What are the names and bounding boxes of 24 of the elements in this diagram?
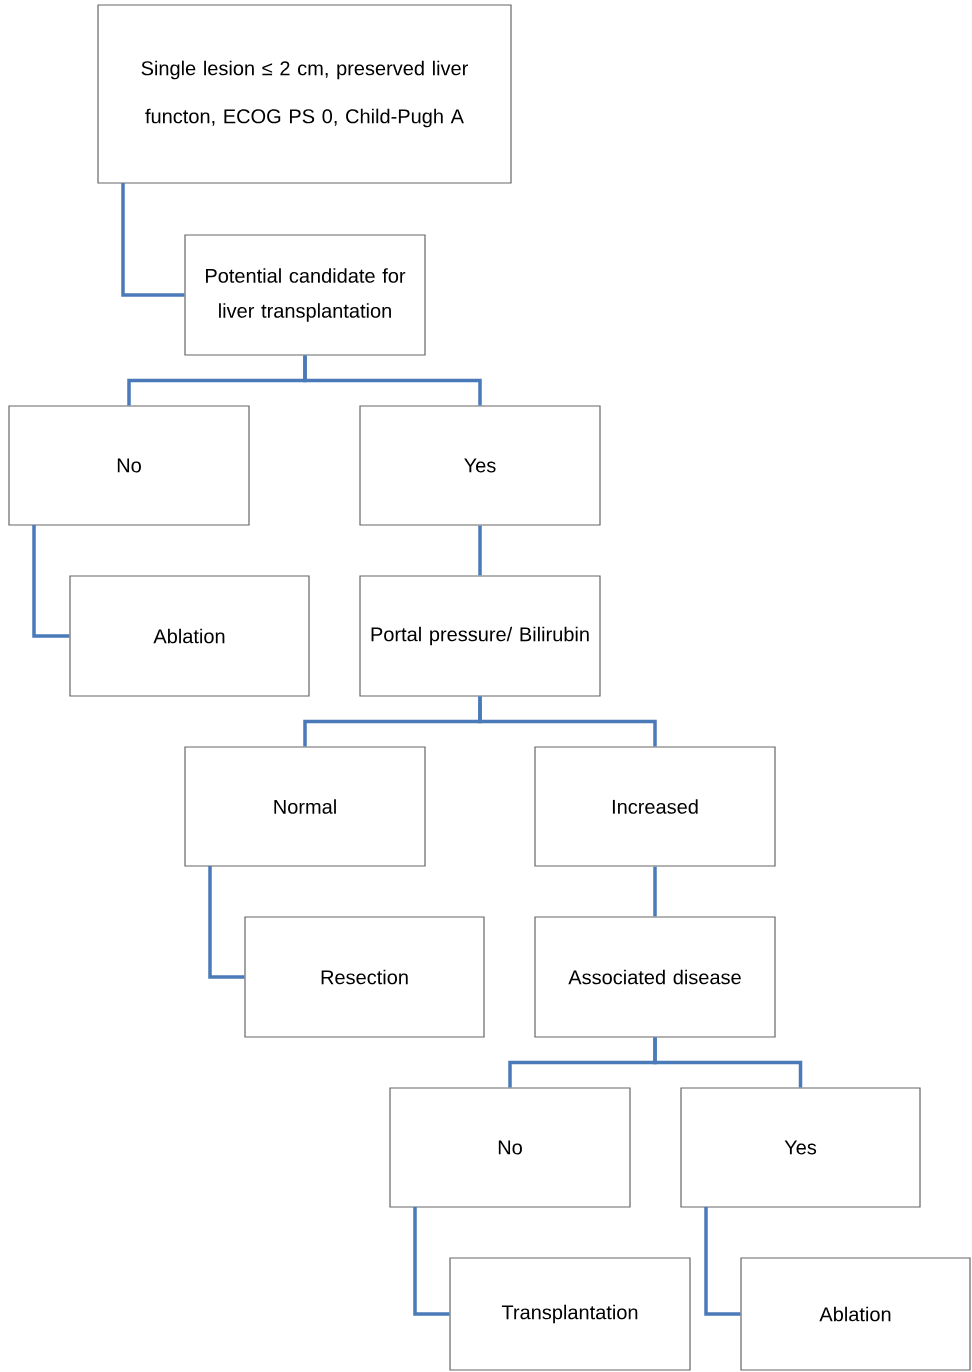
- process-box: Ablation: [740, 1257, 971, 1371]
- connector-line: [704, 1207, 741, 1316]
- process-box: No: [389, 1087, 631, 1208]
- connector-line: [653, 866, 657, 917]
- process-box: Yes: [359, 405, 601, 526]
- connector-line: [413, 1207, 450, 1316]
- connector-line: [653, 1037, 803, 1088]
- connector-line: [32, 525, 70, 638]
- connector-line: [208, 866, 245, 979]
- process-box: Ablation: [69, 575, 310, 697]
- process-box: Associated disease: [534, 916, 776, 1038]
- process-box: Resection: [244, 916, 485, 1038]
- process-box: Yes: [680, 1087, 921, 1208]
- process-box: Potential candidate for liver transplantation: [184, 234, 426, 356]
- process-box: Transplantation: [449, 1257, 691, 1371]
- connector-line: [303, 355, 482, 406]
- process-box: Normal: [184, 746, 426, 867]
- process-box: Single lesion ≤ 2 cm, preserved liver functon, ECOG PS 0, Child-Pugh A: [97, 4, 512, 184]
- process-box: No: [8, 405, 250, 526]
- connector-line: [121, 183, 185, 297]
- connector-line: [478, 525, 482, 576]
- process-box: Increased: [534, 746, 776, 867]
- process-box: Portal pressure/ Bilirubin: [359, 575, 601, 697]
- connector-line: [478, 696, 657, 747]
